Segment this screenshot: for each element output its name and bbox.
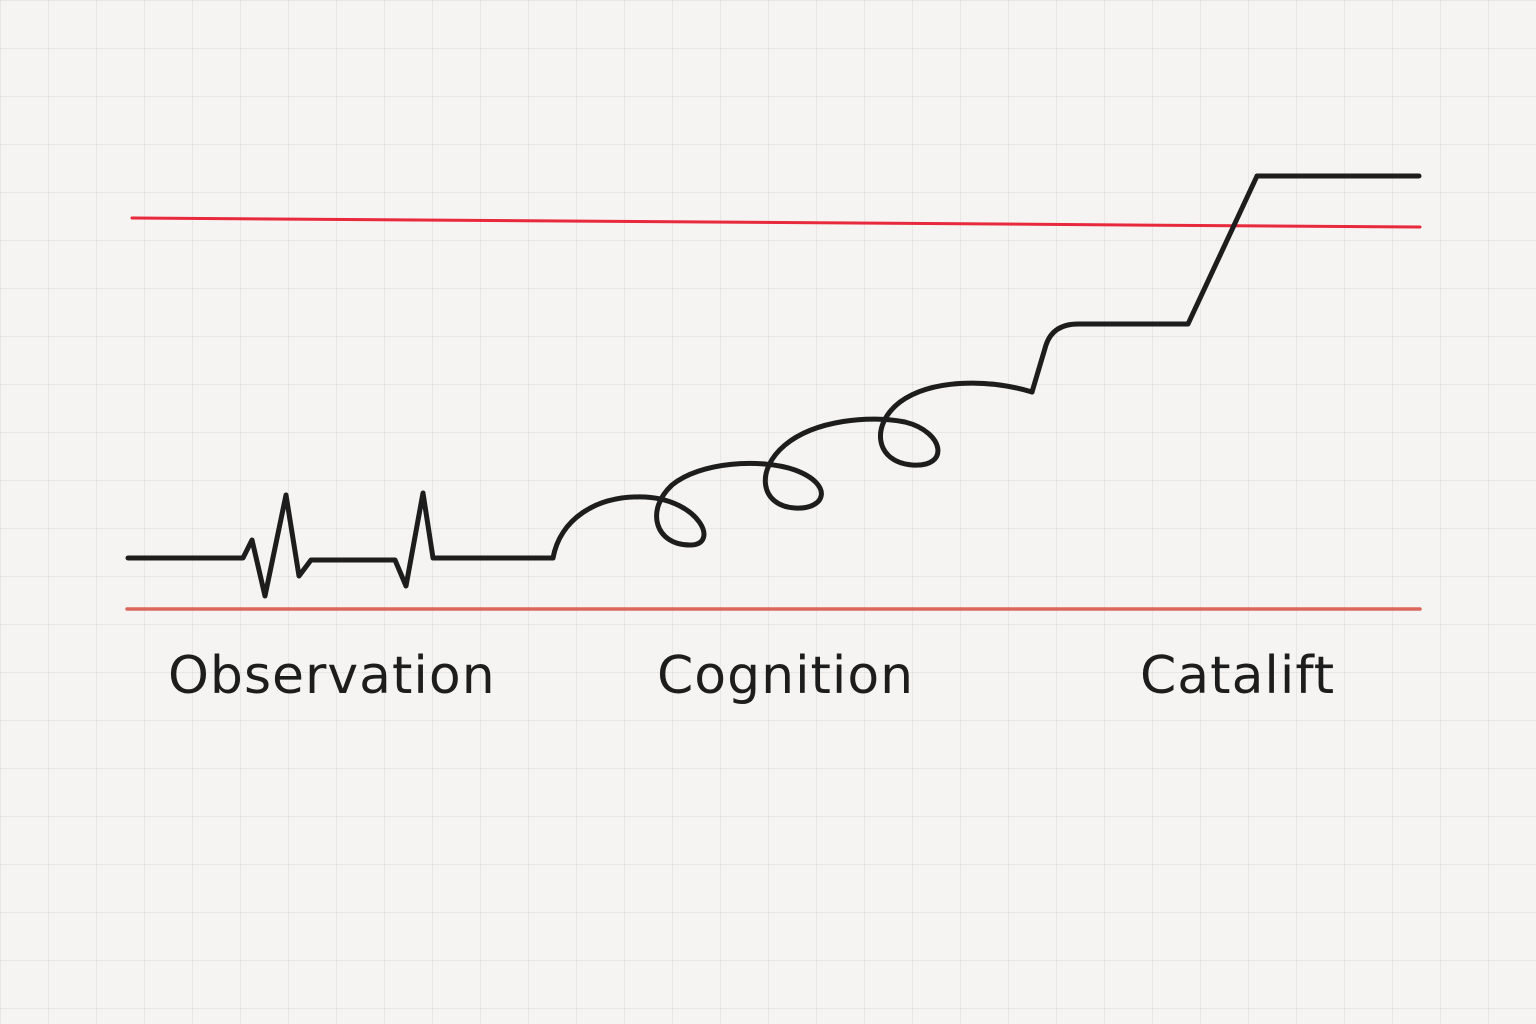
- step-rise-segment: [1029, 173, 1422, 395]
- stage-label-catalift: Catalift: [1140, 646, 1336, 706]
- spiral-segment: [550, 380, 1035, 561]
- pulse-segment: [125, 490, 556, 599]
- stage-label-observation: Observation: [168, 646, 496, 706]
- upper-threshold-line: [130, 216, 1422, 229]
- stage-label-cognition: Cognition: [657, 646, 915, 706]
